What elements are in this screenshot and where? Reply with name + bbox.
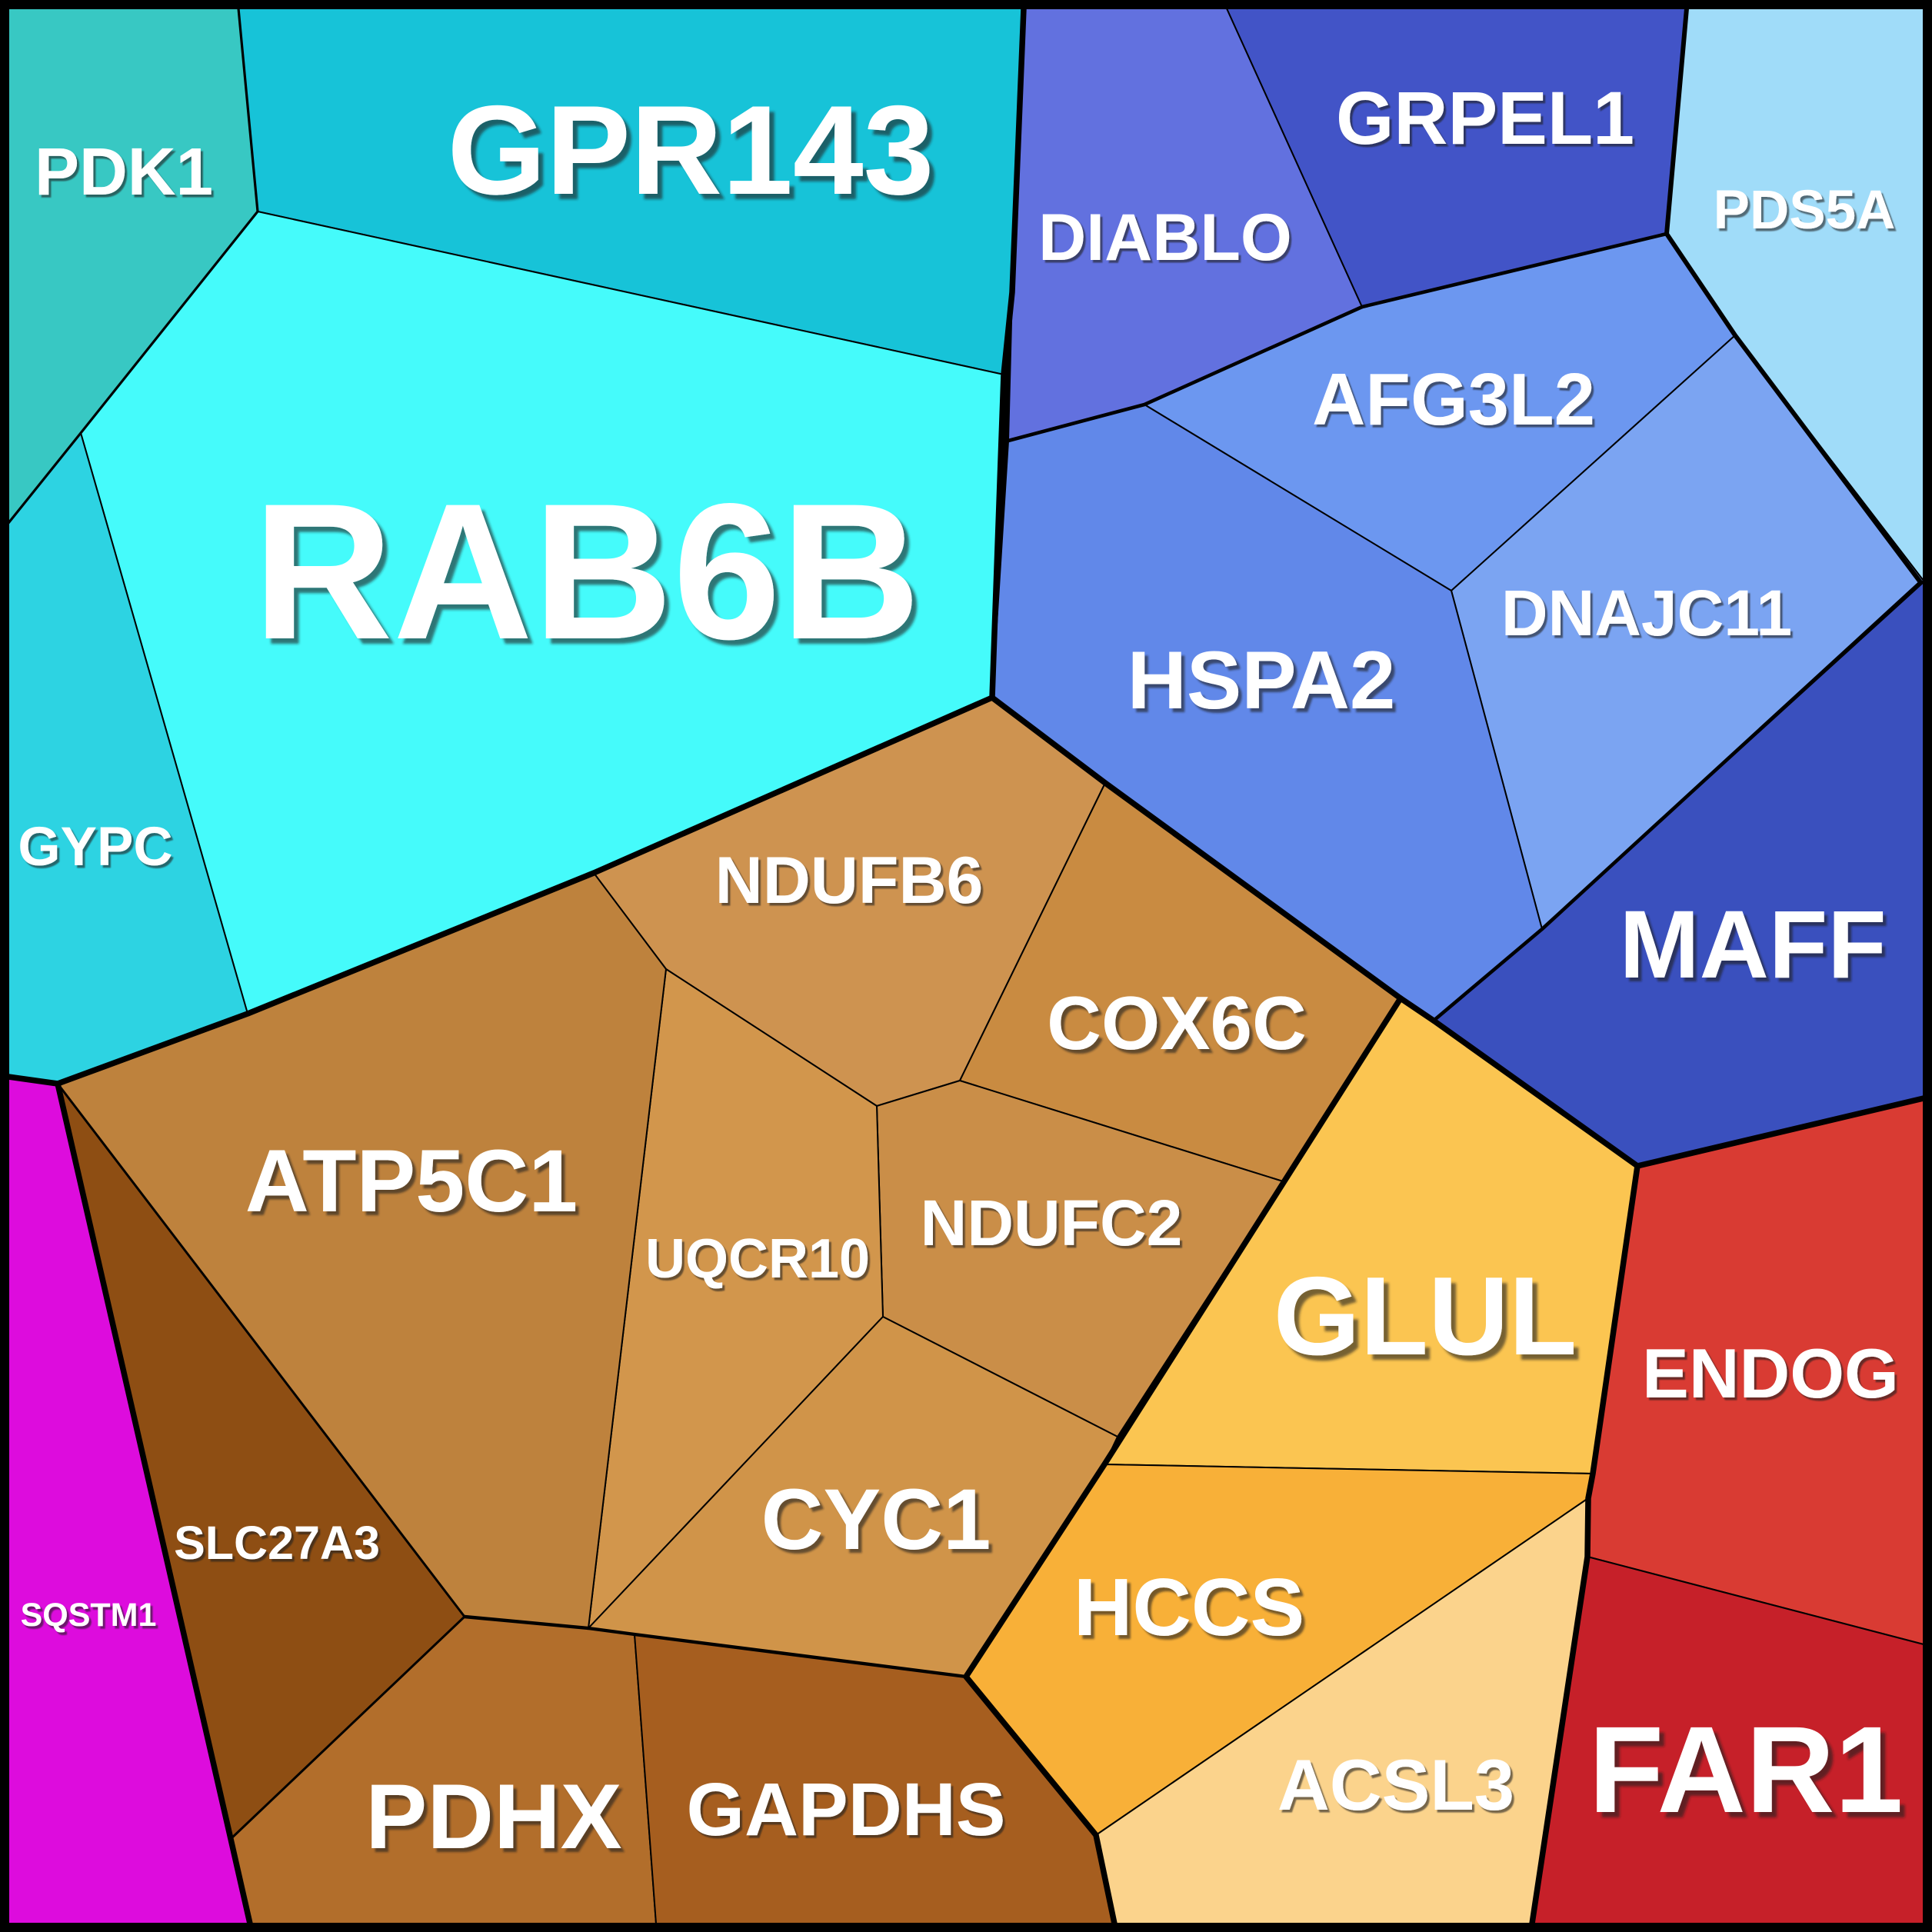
svg-text:FAR1: FAR1 bbox=[1589, 1700, 1904, 1838]
svg-text:SLC27A3: SLC27A3 bbox=[174, 1517, 380, 1569]
svg-text:MAFF: MAFF bbox=[1619, 891, 1886, 998]
svg-text:PDHX: PDHX bbox=[365, 1765, 621, 1868]
svg-text:ATP5C1: ATP5C1 bbox=[245, 1132, 578, 1231]
svg-text:UQCR10: UQCR10 bbox=[645, 1228, 870, 1290]
svg-text:GAPDHS: GAPDHS bbox=[687, 1767, 1006, 1851]
svg-text:GYPC: GYPC bbox=[18, 817, 172, 878]
svg-text:PDS5A: PDS5A bbox=[1714, 180, 1896, 241]
svg-text:DIABLO: DIABLO bbox=[1038, 201, 1292, 275]
svg-text:ENDOG: ENDOG bbox=[1642, 1335, 1899, 1413]
svg-text:HSPA2: HSPA2 bbox=[1128, 634, 1396, 726]
svg-text:COX6C: COX6C bbox=[1047, 981, 1307, 1065]
svg-text:GLUL: GLUL bbox=[1274, 1254, 1577, 1378]
svg-text:SQSTM1: SQSTM1 bbox=[21, 1597, 157, 1634]
svg-text:NDUFB6: NDUFB6 bbox=[715, 844, 984, 918]
svg-text:AFG3L2: AFG3L2 bbox=[1312, 358, 1595, 441]
svg-text:ACSL3: ACSL3 bbox=[1277, 1744, 1514, 1825]
svg-text:RAB6B: RAB6B bbox=[253, 464, 921, 680]
svg-text:NDUFC2: NDUFC2 bbox=[921, 1187, 1183, 1259]
svg-text:PDK1: PDK1 bbox=[35, 135, 213, 209]
svg-text:HCCS: HCCS bbox=[1074, 1562, 1304, 1653]
svg-text:DNAJC11: DNAJC11 bbox=[1501, 577, 1792, 649]
svg-text:CYC1: CYC1 bbox=[761, 1471, 991, 1567]
svg-text:GRPEL1: GRPEL1 bbox=[1336, 76, 1634, 160]
svg-text:GPR143: GPR143 bbox=[448, 79, 934, 221]
